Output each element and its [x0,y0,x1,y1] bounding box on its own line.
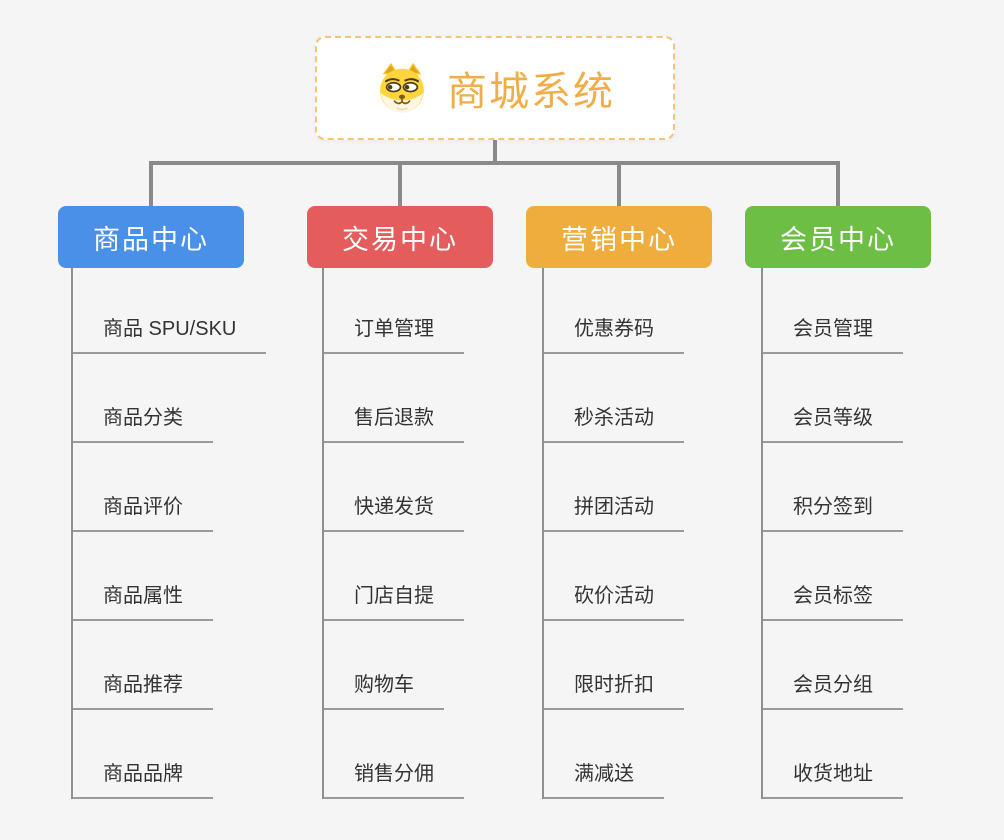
leaf-topic-product-center-5[interactable]: 商品推荐 [73,672,213,710]
branch-header-trade-center[interactable]: 交易中心 [307,206,493,268]
leaf-topic-marketing-center-1[interactable]: 优惠券码 [544,316,684,354]
connector-root-stub [493,140,497,165]
branch-header-product-center[interactable]: 商品中心 [58,206,244,268]
leaf-topic-trade-center-4[interactable]: 门店自提 [324,583,464,621]
leaf-topic-trade-center-3[interactable]: 快递发货 [324,494,464,532]
leaf-topic-marketing-center-4[interactable]: 砍价活动 [544,583,684,621]
connector-drop-member-center [836,161,840,206]
leaf-topic-product-center-4[interactable]: 商品属性 [73,583,213,621]
branch-column-member-center: 会员管理会员等级积分签到会员标签会员分组收货地址 [761,268,903,799]
leaf-topic-member-center-4[interactable]: 会员标签 [763,583,903,621]
leaf-topic-product-center-6[interactable]: 商品品牌 [73,761,213,799]
leaf-topic-product-center-2[interactable]: 商品分类 [73,405,213,443]
leaf-topic-trade-center-1[interactable]: 订单管理 [324,316,464,354]
leaf-topic-marketing-center-2[interactable]: 秒杀活动 [544,405,684,443]
leaf-topic-marketing-center-5[interactable]: 限时折扣 [544,672,684,710]
leaf-topic-marketing-center-3[interactable]: 拼团活动 [544,494,684,532]
leaf-topic-trade-center-5[interactable]: 购物车 [324,672,444,710]
leaf-topic-member-center-6[interactable]: 收货地址 [763,761,903,799]
branch-column-product-center: 商品 SPU/SKU 商品分类商品评价商品属性商品推荐商品品牌 [71,268,267,799]
leaf-topic-trade-center-6[interactable]: 销售分佣 [324,761,464,799]
branch-header-marketing-center[interactable]: 营销中心 [526,206,712,268]
leaf-topic-member-center-1[interactable]: 会员管理 [763,316,903,354]
root-topic[interactable]: 商城系统 [315,36,675,140]
branch-header-member-center[interactable]: 会员中心 [745,206,931,268]
leaf-topic-product-center-3[interactable]: 商品评价 [73,494,213,532]
leaf-topic-member-center-2[interactable]: 会员等级 [763,405,903,443]
connector-drop-trade-center [398,161,402,206]
root-topic-title: 商城系统 [447,70,615,114]
branch-column-marketing-center: 优惠券码秒杀活动拼团活动砍价活动限时折扣满减送 [542,268,684,799]
leaf-topic-trade-center-2[interactable]: 售后退款 [324,405,464,443]
leaf-topic-product-center-1[interactable]: 商品 SPU/SKU [73,316,267,354]
leaf-topic-marketing-center-6[interactable]: 满减送 [544,761,664,799]
connector-horizontal-rail [149,161,840,165]
leaf-topic-member-center-3[interactable]: 积分签到 [763,494,903,532]
doge-face-icon [380,62,424,113]
connector-drop-product-center [149,161,153,206]
connector-drop-marketing-center [617,161,621,206]
branch-column-trade-center: 订单管理售后退款快递发货门店自提购物车销售分佣 [322,268,464,799]
leaf-topic-member-center-5[interactable]: 会员分组 [763,672,903,710]
